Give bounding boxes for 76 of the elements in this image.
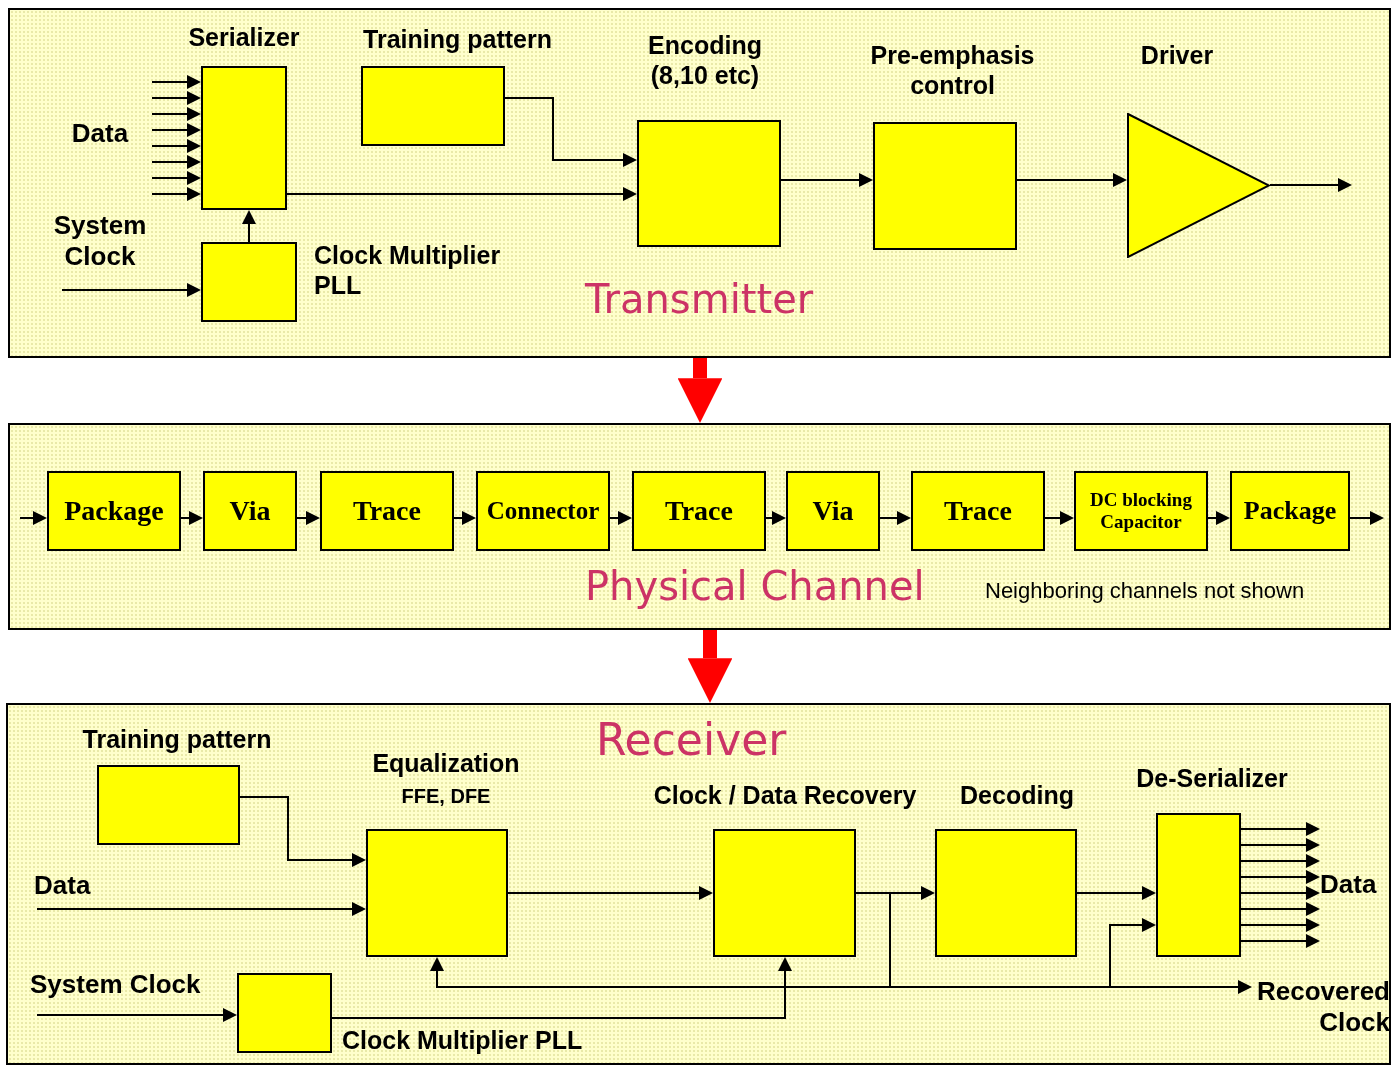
signal-label: Recovered Clock (1252, 976, 1390, 1039)
arrow (36, 1008, 237, 1022)
arrow (19, 511, 47, 525)
arrow (151, 91, 201, 105)
arrow (180, 511, 203, 525)
process-box: Connector (476, 471, 610, 551)
arrow (609, 511, 632, 525)
arrow (1240, 886, 1320, 900)
process-box: Trace (911, 471, 1045, 551)
signal-label: Data (70, 118, 130, 150)
section-panel (8, 423, 1391, 630)
arrow (151, 187, 201, 201)
block-label: Clock Multiplier PLL (314, 240, 502, 300)
signal-label: System Clock (30, 969, 202, 1001)
block-label: Equalization (371, 748, 521, 778)
arrow (1240, 902, 1320, 916)
arrow (1240, 918, 1320, 932)
arrow (1207, 511, 1230, 525)
section-panel (6, 703, 1391, 1065)
signal-label: Data (1320, 821, 1390, 949)
arrow (151, 123, 201, 137)
block-label: Clock / Data Recovery (652, 780, 918, 810)
arrow (1349, 511, 1384, 525)
arrow (286, 187, 637, 201)
arrow (453, 511, 476, 525)
section-title: Transmitter (585, 276, 814, 322)
process-box: Trace (632, 471, 766, 551)
arrow (1240, 838, 1320, 852)
arrow (151, 107, 201, 121)
arrow (1240, 870, 1320, 884)
process-box: Package (1230, 471, 1350, 551)
process-box: Via (786, 471, 880, 551)
arrow (331, 957, 792, 1019)
process-box: DC blocking Capacitor (1074, 471, 1208, 551)
block-label: Pre-emphasis control (869, 40, 1036, 100)
arrow (765, 511, 786, 525)
arrow (1240, 854, 1320, 868)
arrow (507, 886, 713, 900)
arrow (1240, 822, 1320, 836)
arrow (780, 173, 873, 187)
block-label: Clock Multiplier PLL (342, 1025, 584, 1055)
block-label: Training pattern (362, 24, 553, 54)
arrow (239, 796, 366, 867)
block-label: Training pattern (81, 724, 273, 754)
arrow (36, 902, 366, 916)
arrow (1269, 178, 1352, 192)
process-box: Via (203, 471, 297, 551)
signal-label: Data (34, 870, 92, 902)
arrow (151, 155, 201, 169)
block-label: Serializer (187, 22, 301, 52)
block-arrow (677, 358, 723, 423)
signal-label: System Clock (52, 210, 148, 273)
arrow (296, 511, 320, 525)
arrow (504, 97, 637, 167)
block-arrow (687, 630, 733, 703)
arrow (1016, 173, 1127, 187)
arrow (1240, 934, 1320, 948)
note-text: Neighboring channels not shown (985, 578, 1306, 605)
arrow (151, 139, 201, 153)
arrow (61, 283, 201, 297)
block-label: Encoding (8,10 etc) (647, 30, 763, 90)
block-label: FFE, DFE (400, 784, 492, 808)
process-box: Trace (320, 471, 454, 551)
arrow (242, 210, 256, 243)
process-box: Package (47, 471, 181, 551)
block-label: Driver (1139, 40, 1215, 70)
arrow (879, 511, 911, 525)
arrow (1044, 511, 1074, 525)
arrow (151, 171, 201, 185)
block-label: Decoding (959, 780, 1075, 810)
section-title: Physical Channel (585, 563, 925, 609)
block-label: De-Serializer (1135, 763, 1289, 793)
section-title: Receiver (596, 714, 787, 765)
arrow (1076, 886, 1156, 900)
arrow (151, 75, 201, 89)
section-panel (8, 8, 1391, 358)
